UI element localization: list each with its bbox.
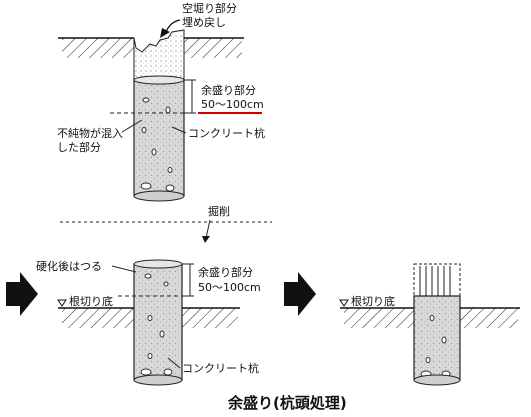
bottom-pile-label: コンクリート杭	[182, 361, 259, 375]
backfill-area	[133, 29, 185, 81]
top-pile-leader	[171, 126, 187, 134]
chip-label: 硬化後はつる	[36, 259, 102, 273]
right-ground-label: 根切り底	[351, 294, 395, 308]
top-margin-bracket	[184, 79, 196, 114]
bottom-left-diagram: 余盛り部分 50〜100cm 硬化後はつる 根切り底 コンクリート杭	[6, 259, 261, 386]
step-arrow-1	[6, 272, 38, 316]
ground-marker-icon-2	[339, 299, 349, 307]
impurity-label-line1: 不純物が混入	[57, 126, 123, 140]
top-ground	[58, 37, 244, 58]
step-arrow-2	[284, 272, 316, 316]
bottom-margin-range: 50〜100cm	[198, 281, 261, 294]
top-margin-range: 50〜100cm	[201, 98, 264, 111]
ground-marker-icon	[57, 299, 67, 307]
excavation-leader	[205, 219, 211, 239]
backfill-arrowhead	[160, 28, 170, 38]
figure-caption: 余盛り(杭頭処理)	[227, 394, 347, 412]
impurity-leader	[121, 119, 143, 133]
bottom-margin-label: 余盛り部分	[198, 265, 253, 279]
backfill-label-line2: 埋め戻し	[182, 16, 226, 29]
top-diagram: 余盛り部分 50〜100cm 空堀り部分 埋め戻し 不純物が混入 した部分 コン…	[57, 1, 265, 202]
backfill-arrow	[165, 19, 181, 33]
impurity-label-line2: した部分	[57, 140, 101, 154]
backfill-label-line1: 空堀り部分	[182, 1, 237, 15]
excavation-label: 掘削	[208, 204, 230, 218]
top-pile-label: コンクリート杭	[188, 126, 265, 140]
top-margin-label: 余盛り部分	[201, 83, 256, 97]
excavation-arrowhead	[202, 236, 210, 243]
bottom-ground-label: 根切り底	[69, 294, 113, 308]
bottom-right-diagram: 根切り底	[284, 263, 520, 386]
top-pile	[133, 75, 185, 202]
